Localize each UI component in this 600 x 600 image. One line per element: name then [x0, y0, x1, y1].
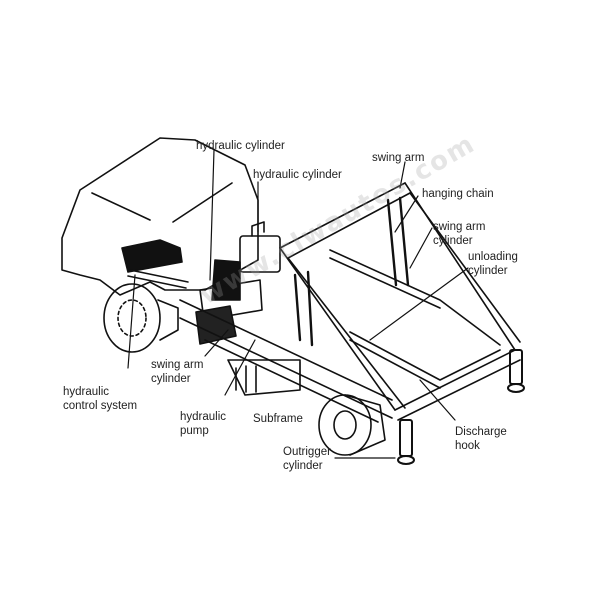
label-unloading-cylinder: unloading cylinder — [468, 251, 518, 277]
swing-arm — [279, 182, 521, 421]
label-outrigger-cylinder: Outrigger cylinder — [283, 446, 331, 472]
label-swing-arm: swing arm — [372, 152, 425, 164]
rear-wheel — [318, 394, 386, 456]
subframe — [179, 299, 393, 423]
swing-arm-cylinders — [293, 196, 410, 347]
label-hydraulic-pump: hydraulic pump — [180, 411, 227, 437]
label-hydraulic-control-system: hydraulic control system — [63, 386, 138, 412]
label-hanging-chain: hanging chain — [422, 188, 494, 200]
label-swing-arm-cylinder-left: swing arm cylinder — [151, 359, 204, 385]
label-subframe: Subframe — [253, 413, 303, 425]
truck-cab — [61, 137, 259, 353]
bed-frame — [329, 249, 501, 389]
label-hydraulic-cylinder-1: hydraulic cylinder — [196, 140, 285, 152]
outriggers — [397, 349, 525, 465]
hydraulic-control-block — [121, 239, 189, 289]
label-discharge-hook: Discharge hook — [455, 426, 507, 452]
leader-lines — [127, 149, 469, 459]
label-swing-arm-cylinder-right: swing arm cylinder — [433, 221, 486, 247]
label-hydraulic-cylinder-2: hydraulic cylinder — [253, 169, 342, 181]
